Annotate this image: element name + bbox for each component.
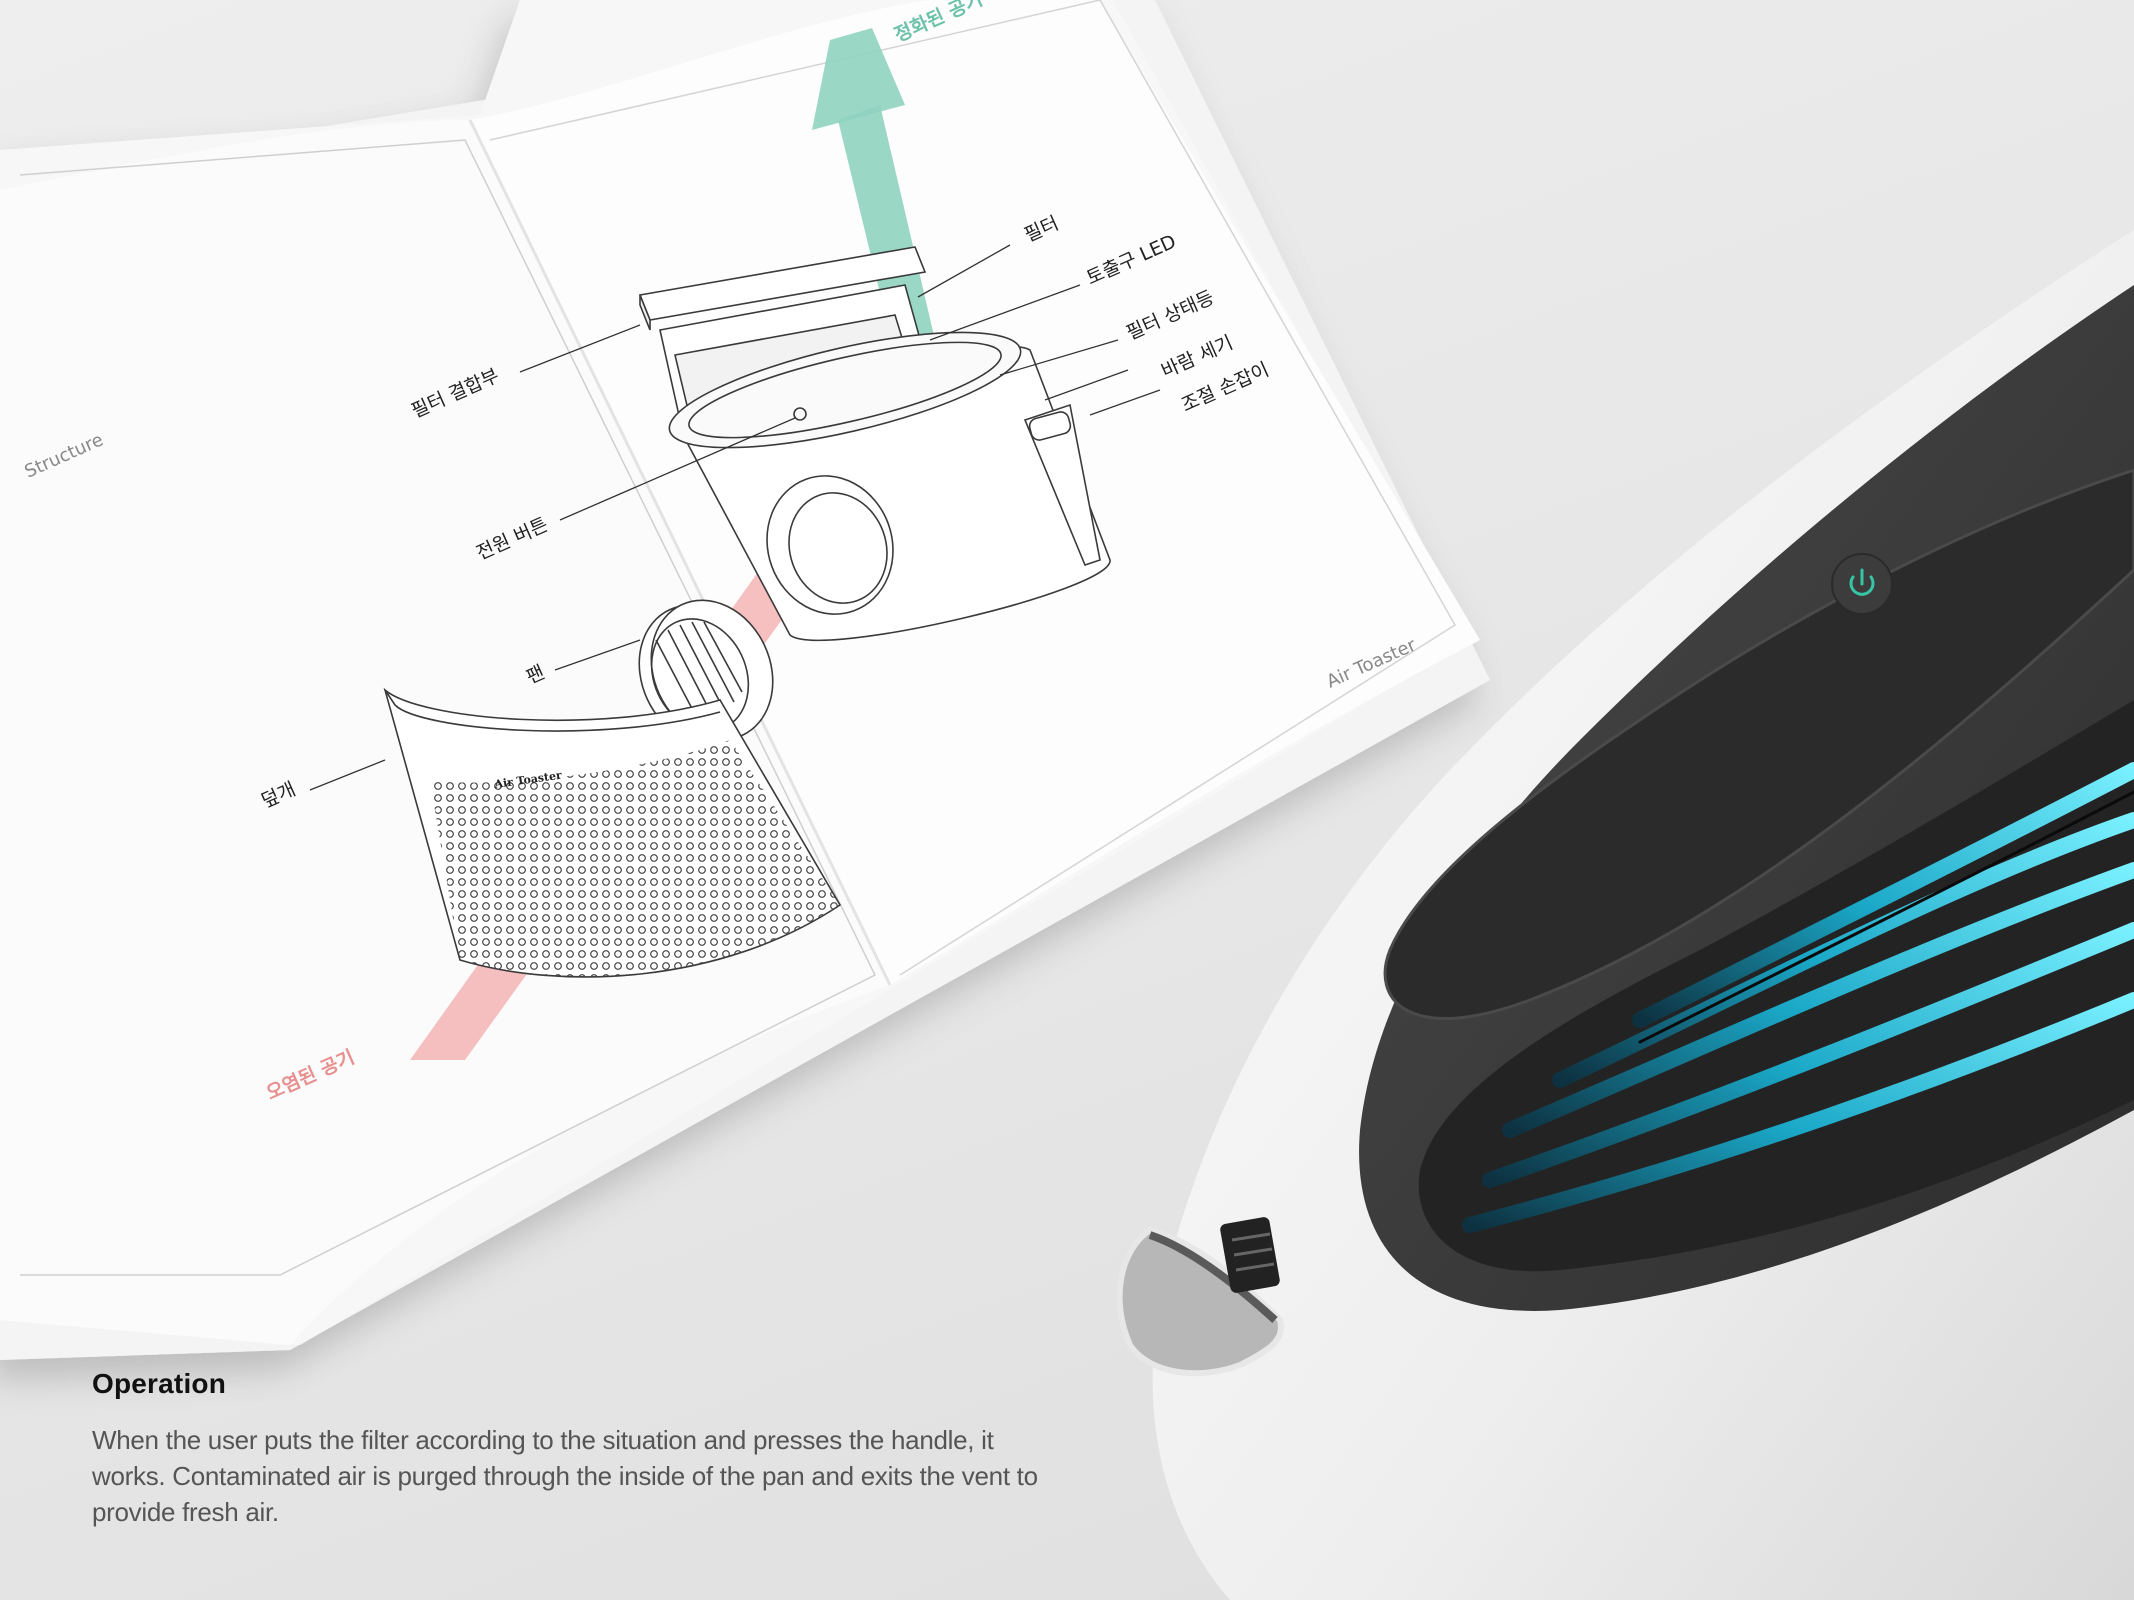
power-icon <box>1849 568 1875 596</box>
leader-lines <box>309 244 1161 791</box>
adjust-handle[interactable] <box>1116 1226 1284 1377</box>
caption-body: When the user puts the filter according … <box>92 1425 1038 1527</box>
side-switch[interactable] <box>1219 1216 1280 1294</box>
caption-heading: Operation <box>92 1368 227 1399</box>
vent-area <box>1418 700 2134 1272</box>
caption: Operation When the user puts the filter … <box>92 1368 1052 1530</box>
fan-icon <box>638 599 774 746</box>
air-toaster-device <box>1116 230 2134 1600</box>
vent-slats <box>1462 762 2134 1233</box>
structure-drawing <box>383 246 1111 978</box>
purified-air-arrow <box>812 28 935 355</box>
filter-slot <box>1383 468 2134 1020</box>
